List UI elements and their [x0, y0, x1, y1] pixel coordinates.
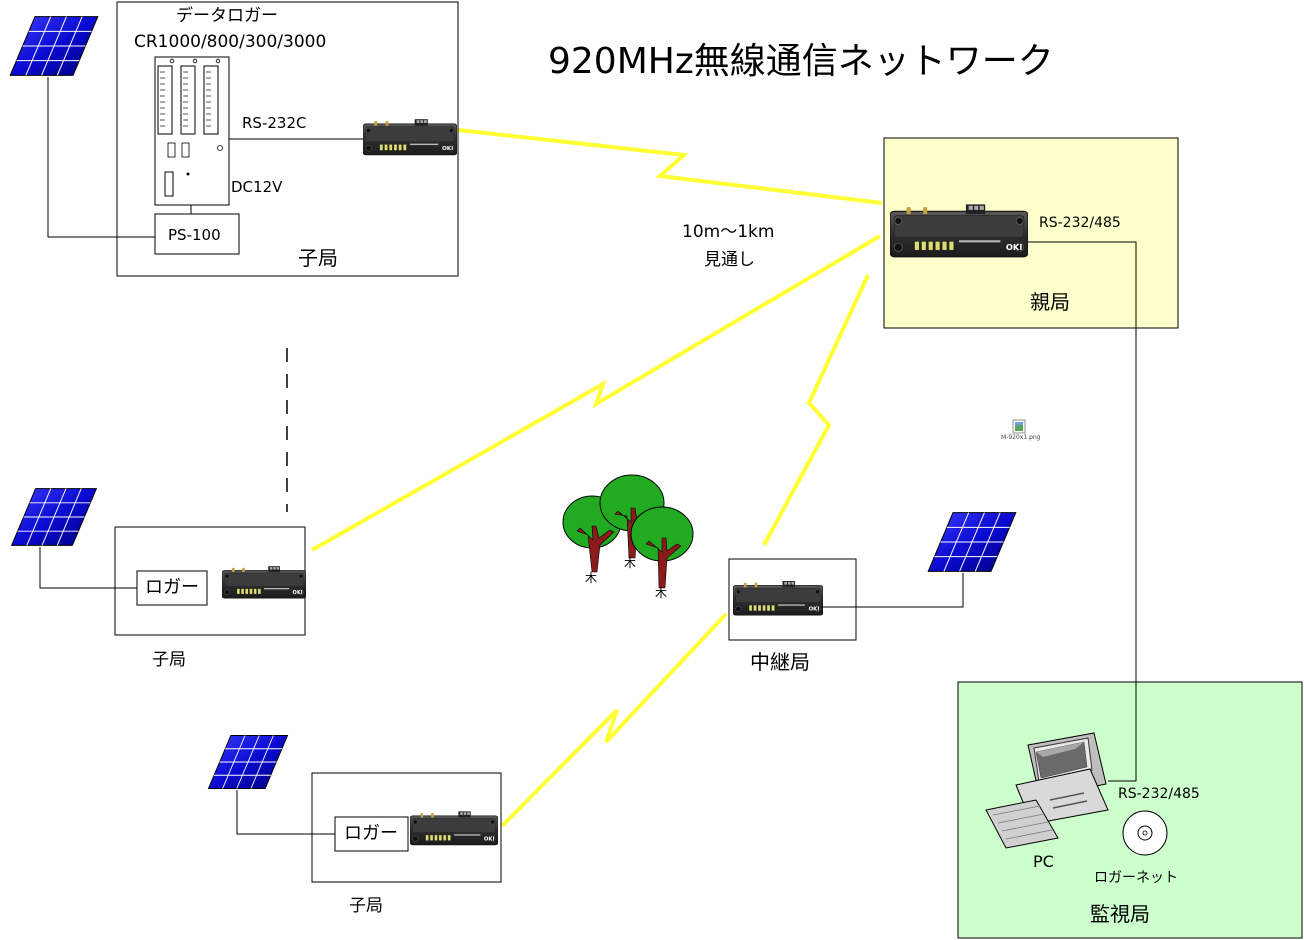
relay-station-box: [728, 558, 857, 641]
datalogger-name: データロガー: [176, 6, 278, 26]
tree-label-1: 木: [585, 571, 598, 585]
radio-link-left: [311, 234, 882, 552]
top-child-station-box: [116, 1, 459, 277]
pc-icon: [985, 732, 1109, 849]
bottom-logger-label: ロガー: [344, 823, 398, 844]
relay-station-label: 中継局: [750, 650, 810, 674]
parent-radio: [890, 203, 1028, 258]
diagram-title: 920MHz無線通信ネットワーク: [548, 41, 1054, 82]
power-label: DC12V: [231, 178, 283, 196]
parent-to-monitor-cable: [1028, 241, 1137, 782]
parent-interface-label: RS-232/485: [1039, 215, 1121, 231]
tree-group: [562, 474, 694, 589]
stray-image-label: M-920x1.png: [1001, 434, 1041, 441]
power-unit-label: PS-100: [168, 226, 221, 244]
left-logger-label: ロガー: [145, 577, 199, 598]
left-child-station-label: 子局: [152, 650, 186, 670]
relay-solar-panel: [927, 512, 1017, 572]
top-solar-panel: [9, 16, 99, 76]
top-child-station-label: 子局: [298, 246, 338, 270]
serial-label: RS-232C: [242, 114, 307, 132]
parent-station-label: 親局: [1030, 290, 1070, 314]
power-unit-box: [154, 213, 240, 255]
tree-label-3: 木: [655, 586, 668, 600]
top-solar-cable: [47, 77, 155, 238]
bottom-solar-cable: [236, 790, 335, 835]
monitor-interface-label: RS-232/485: [1118, 786, 1200, 802]
datalogger-models: CR1000/800/300/3000: [134, 32, 327, 52]
datalogger-device: [154, 56, 230, 206]
cd-icon: [1122, 810, 1168, 856]
tree-3: [630, 506, 694, 589]
range-distance: 10m〜1km: [682, 222, 775, 242]
monitor-station-label: 監視局: [1090, 902, 1150, 926]
top-child-radio: [363, 118, 457, 156]
radio-links: [311, 128, 883, 828]
left-solar-cable: [39, 547, 137, 589]
bottom-solar-panel: [207, 734, 289, 790]
pc-label: PC: [1033, 852, 1054, 871]
left-solar-panel: [11, 488, 97, 546]
left-child-radio: [222, 565, 306, 599]
radio-link-top: [457, 128, 883, 205]
radio-link-relay: [762, 274, 870, 546]
bottom-child-station-box: [311, 772, 502, 883]
relay-solar-cable: [821, 573, 964, 608]
stray-image-icon: [1012, 419, 1026, 434]
range-condition: 見通し: [704, 250, 755, 270]
radio-link-bottom: [500, 612, 728, 828]
bottom-child-radio: [410, 810, 498, 846]
loggernet-label: ロガーネット: [1094, 870, 1178, 886]
relay-radio: [733, 580, 823, 616]
tree-label-2: 木: [624, 556, 637, 570]
bottom-child-station-label: 子局: [349, 896, 383, 916]
bottom-logger-box: [334, 816, 409, 852]
